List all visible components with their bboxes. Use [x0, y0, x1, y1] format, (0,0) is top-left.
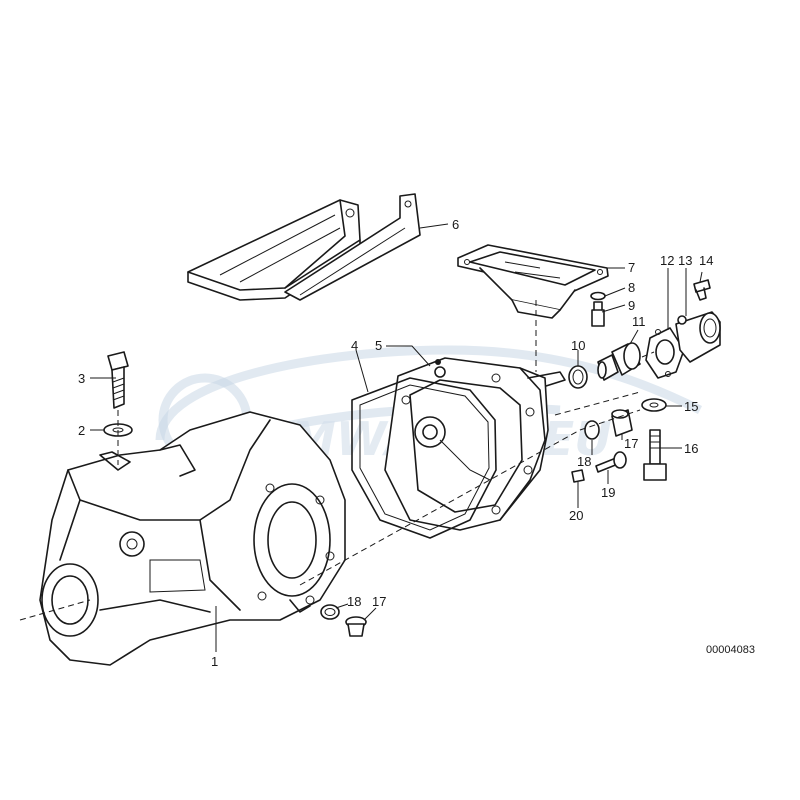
part-12-flange-plate	[645, 327, 685, 379]
callout-4: 4	[351, 338, 358, 353]
part-11-flange-shaft	[597, 342, 641, 381]
part-19-bolt	[595, 451, 627, 473]
callout-15: 15	[684, 399, 698, 414]
callout-2: 2	[78, 423, 85, 438]
part-10-o-ring	[568, 365, 588, 389]
part-8-washer	[590, 291, 606, 301]
callout-9: 9	[628, 298, 635, 313]
callout-3: 3	[78, 371, 85, 386]
part-4-gasket	[351, 377, 497, 539]
callout-20: 20	[569, 508, 583, 523]
part-17-plug-lower	[345, 616, 367, 637]
diagram-code: 00004083	[706, 644, 755, 656]
leader-lines	[90, 223, 703, 652]
callout-18-lower: 18	[347, 594, 361, 609]
part-1-differential-housing	[39, 411, 346, 666]
callout-19: 19	[601, 485, 615, 500]
part-15-washer	[641, 398, 667, 412]
callout-5: 5	[375, 338, 382, 353]
callout-18-upper: 18	[577, 454, 591, 469]
callout-12: 12	[660, 253, 674, 268]
callout-17-upper: 17	[624, 436, 638, 451]
part-18-ring-lower	[320, 604, 340, 620]
part-18-ring-upper	[584, 420, 600, 440]
assembly-lines	[19, 300, 655, 621]
callout-10: 10	[571, 338, 585, 353]
callout-8: 8	[628, 280, 635, 295]
callout-16: 16	[684, 441, 698, 456]
callout-14: 14	[699, 253, 713, 268]
callout-13: 13	[678, 253, 692, 268]
callout-17-lower: 17	[372, 594, 386, 609]
part-3-bolt	[107, 351, 129, 409]
part-7-mount	[457, 244, 609, 319]
part-17-plug-upper	[611, 409, 633, 437]
callout-1: 1	[211, 654, 218, 669]
part-9-bolt	[591, 301, 605, 327]
part-5-rear-cover	[384, 357, 566, 531]
part-16-bolt	[643, 429, 667, 481]
part-13-housing	[675, 311, 721, 363]
callout-11: 11	[632, 314, 646, 329]
part-6-bracket	[187, 193, 421, 301]
callout-7: 7	[628, 260, 635, 275]
callout-labels: 1 2 3 4 5 6 7 8 9 10 11 12 13 14 15 16 1…	[78, 217, 713, 669]
part-20-clip	[571, 469, 585, 483]
part-14-bolt	[693, 279, 711, 301]
callout-6: 6	[452, 217, 459, 232]
